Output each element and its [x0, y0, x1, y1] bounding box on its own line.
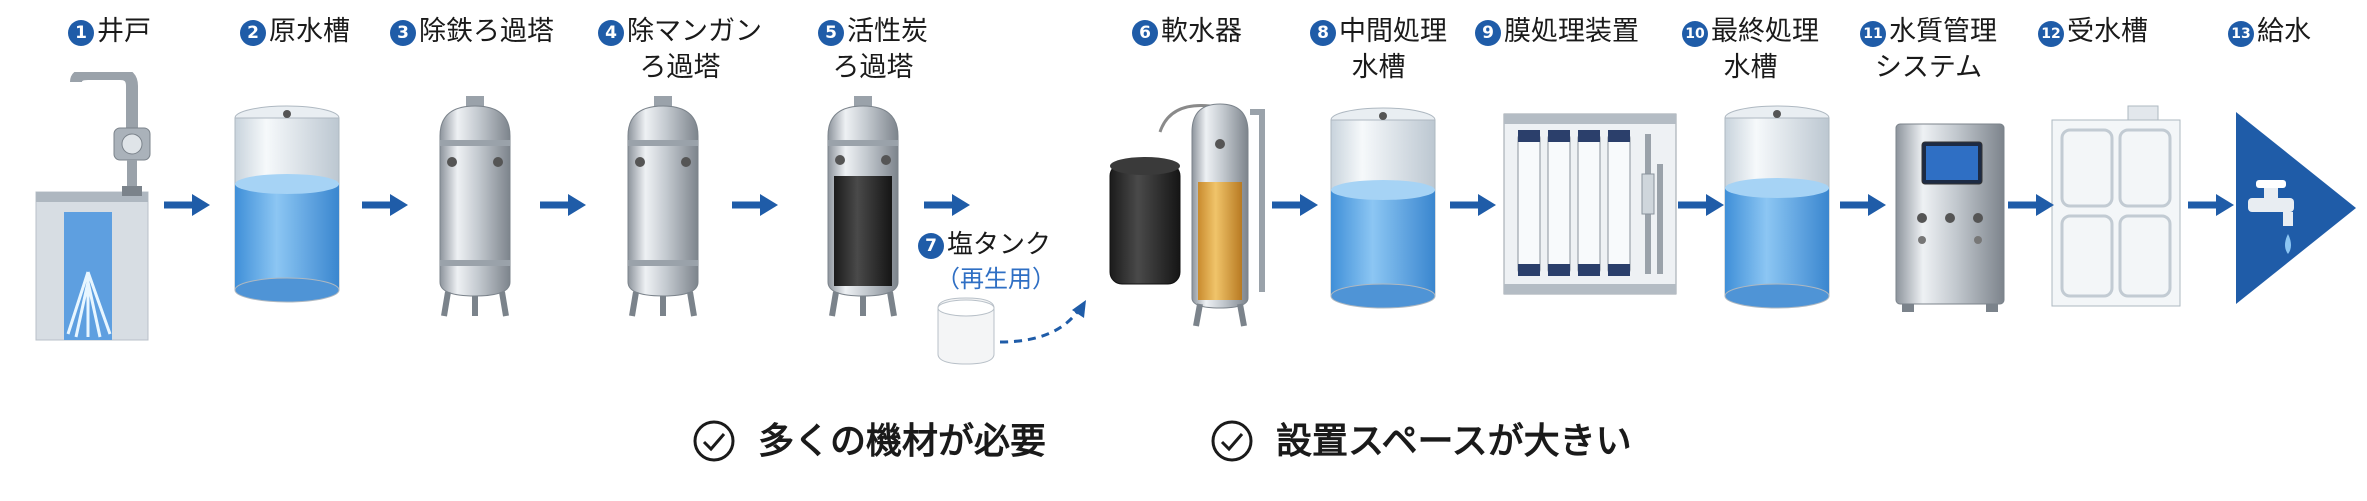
step-label-text: システム	[1874, 52, 1983, 83]
step-label-text: 水槽	[1351, 52, 1406, 83]
supply-arrow-illustration	[2236, 112, 2356, 304]
point-text: 多くの機材が必要	[758, 421, 1047, 462]
iron-removal-tower-illustration	[439, 96, 511, 317]
activated-carbon-tower-illustration	[827, 96, 899, 317]
step-label-text: 給水	[2257, 16, 2311, 47]
flow-arrow	[2188, 194, 2234, 216]
raw-water-tank-illustration	[234, 105, 340, 303]
well-illustration	[35, 72, 151, 341]
step-number-badge: 11	[1860, 21, 1886, 47]
flow-arrow	[362, 194, 408, 216]
step-label-text: 塩タンク	[947, 230, 1052, 260]
step-label-text: 膜処理装置	[1504, 16, 1639, 47]
membrane-unit-illustration	[1503, 113, 1677, 295]
step-label-text: 原水槽	[269, 16, 350, 47]
flow-arrow	[1678, 194, 1724, 216]
point-text: 設置スペースが大きい	[1276, 421, 1632, 462]
step-label-text: ろ過塔	[832, 52, 914, 83]
receiving-tank-illustration	[2051, 105, 2181, 307]
step-number-badge: 7	[918, 233, 944, 259]
step-label-text: ろ過塔	[639, 52, 721, 83]
softener-illustration	[1109, 103, 1265, 327]
step-number-badge: 9	[1475, 20, 1501, 46]
point-large-space: 設置スペースが大きい	[1210, 418, 1632, 466]
flow-arrow	[164, 194, 210, 216]
step-number-badge: 13	[2228, 21, 2254, 47]
step-label-text: 井戸	[97, 16, 151, 47]
step-label-text: 水槽	[1723, 52, 1778, 83]
step-number-badge: 10	[1682, 21, 1708, 47]
flow-arrow	[1272, 194, 1318, 216]
flow-arrow	[924, 194, 970, 216]
flow-arrow	[540, 194, 586, 216]
step-number-badge: 3	[390, 20, 416, 46]
flow-arrow	[1840, 194, 1886, 216]
step-number-badge: 12	[2038, 21, 2064, 47]
step-number-badge: 1	[68, 20, 94, 46]
salt-tank-illustration	[937, 297, 995, 365]
check-circle-icon	[1211, 420, 1253, 462]
step-label-sub: （再生用）	[936, 265, 1056, 293]
manganese-removal-tower-illustration	[627, 96, 699, 317]
step-label-text: 活性炭	[847, 16, 928, 47]
step-number-badge: 6	[1132, 20, 1158, 46]
regeneration-flow-line	[999, 300, 1086, 344]
step-number-badge: 2	[240, 20, 266, 46]
flow-arrow	[2008, 194, 2054, 216]
step-number-badge: 4	[598, 20, 624, 46]
step-label-text: 除マンガン	[627, 16, 762, 47]
flow-arrow	[732, 194, 778, 216]
quality-system-illustration	[1895, 123, 2005, 312]
step-number-badge: 8	[1310, 20, 1336, 46]
check-circle-icon	[693, 420, 735, 462]
step-label-text: 除鉄ろ過塔	[419, 16, 554, 47]
step-label-text: 軟水器	[1161, 16, 1242, 47]
final-tank-illustration	[1724, 105, 1830, 309]
step-number-badge: 5	[818, 20, 844, 46]
step-label-text: 受水槽	[2067, 16, 2148, 47]
flow-arrow	[1450, 194, 1496, 216]
step-label-text: 中間処理	[1339, 16, 1447, 47]
step-label-text: 最終処理	[1711, 16, 1819, 47]
point-many-equipment: 多くの機材が必要	[692, 418, 1046, 466]
step-label-text: 水質管理	[1889, 16, 1997, 47]
intermediate-tank-illustration	[1330, 107, 1436, 309]
